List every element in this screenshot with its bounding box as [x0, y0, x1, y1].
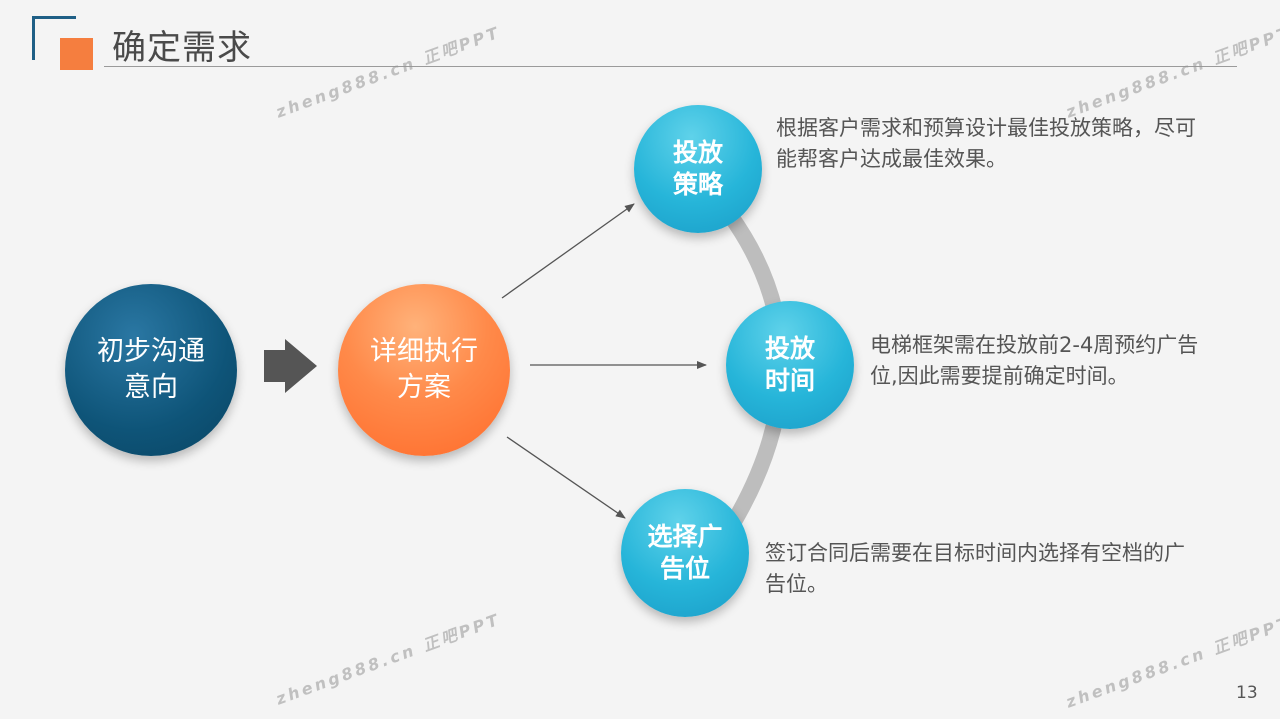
arrow-to-spot: [506, 436, 626, 519]
arrow-to-strategy: [501, 203, 635, 299]
plan-node: 详细执行 方案: [338, 284, 510, 456]
ad-spot-node-line1: 选择广: [647, 522, 723, 551]
page-number: 13: [1236, 683, 1258, 703]
strategy-node-line1: 投放: [672, 138, 723, 167]
plan-node-line1: 详细执行: [370, 336, 478, 367]
time-node-line1: 投放: [764, 334, 815, 363]
ad-spot-node-line2: 告位: [659, 554, 710, 583]
time-node-line2: 时间: [764, 366, 815, 395]
plan-node-line2: 方案: [397, 372, 451, 403]
page-title: 确定需求: [112, 28, 252, 68]
time-node: 投放 时间: [726, 301, 854, 429]
strategy-node-line2: 策略: [672, 170, 723, 199]
start-node: 初步沟通 意向: [65, 284, 237, 456]
strategy-node: 投放 策略: [634, 105, 762, 233]
title-divider: [104, 66, 1237, 67]
strategy-description: 根据客户需求和预算设计最佳投放策略，尽可能帮客户达成最佳效果。: [776, 116, 1196, 171]
start-node-line2: 意向: [124, 372, 178, 403]
logo-frame: [32, 16, 76, 60]
right-arrow-icon: [264, 339, 317, 393]
start-node-line1: 初步沟通: [97, 336, 205, 367]
logo-square: [60, 38, 93, 70]
time-description: 电梯框架需在投放前2-4周预约广告位,因此需要提前确定时间。: [870, 333, 1199, 388]
ad-spot-description: 签订合同后需要在目标时间内选择有空档的广告位。: [765, 541, 1185, 596]
ad-spot-node: 选择广 告位: [621, 489, 749, 617]
